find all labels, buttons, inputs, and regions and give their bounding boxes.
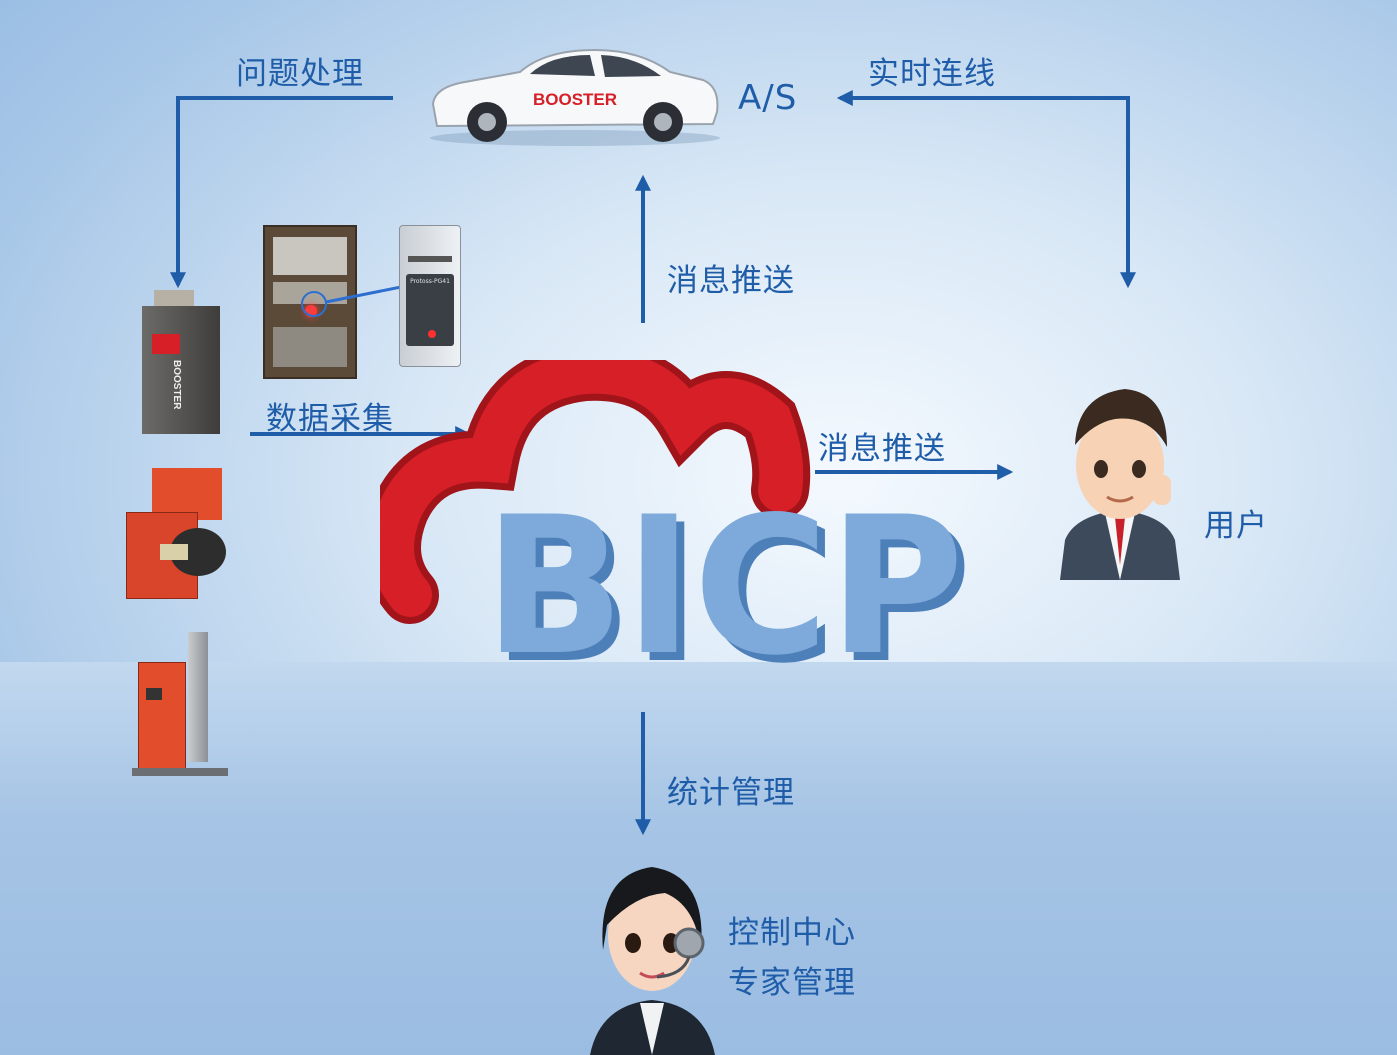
logo-text-face: BICP xyxy=(484,476,964,670)
car-brand-text: BOOSTER xyxy=(533,90,617,109)
data-collect-label: 数据采集 xyxy=(266,401,394,437)
boiler-2-image xyxy=(124,468,234,603)
control-center-label: 控制中心 xyxy=(728,915,856,951)
arrow-issue-handling xyxy=(170,96,393,289)
headset-icon xyxy=(673,927,705,959)
boiler-1-image: BOOSTER xyxy=(142,290,220,435)
arrow-realtime-link xyxy=(836,90,1130,230)
push-up-label: 消息推送 xyxy=(667,263,795,299)
issue-handling-label: 问题处理 xyxy=(236,56,364,92)
floor-background xyxy=(0,662,1397,1055)
device-model-text: Protoss-PG41 xyxy=(410,278,450,285)
connector-line xyxy=(301,284,407,317)
realtime-link-label: 实时连线 xyxy=(868,56,996,92)
expert-mgmt-label: 专家管理 xyxy=(728,965,856,1001)
user-avatar xyxy=(1060,389,1180,580)
boiler-3-image xyxy=(132,632,228,777)
service-car-image: BOOSTER xyxy=(430,48,720,146)
push-right-label: 消息推送 xyxy=(818,431,946,467)
as-label: A/S xyxy=(738,78,798,118)
boiler-brand-text: BOOSTER xyxy=(171,360,182,410)
control-cabinet-photo xyxy=(263,225,357,379)
protoss-device-image: Protoss-PG41 xyxy=(399,225,461,367)
bicp-cloud-logo: BICP BICP xyxy=(380,360,972,670)
logo-text: BICP xyxy=(492,484,972,670)
operator-avatar xyxy=(590,867,715,1055)
user-label: 用户 xyxy=(1204,508,1268,544)
stats-label: 统计管理 xyxy=(667,775,795,811)
